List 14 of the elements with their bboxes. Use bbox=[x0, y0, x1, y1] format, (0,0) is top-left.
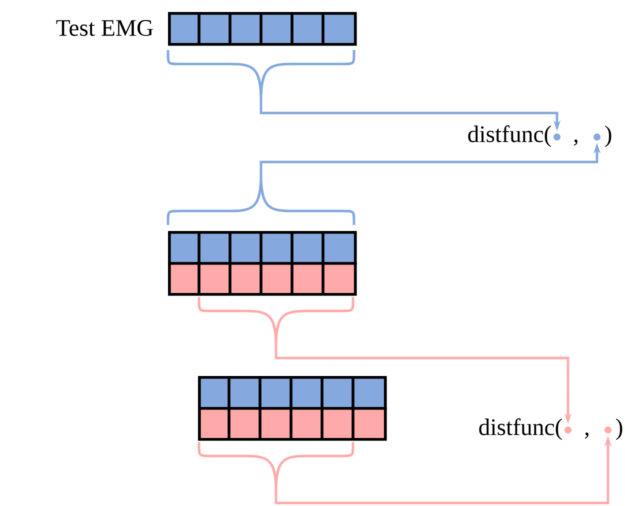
node-label: distfunc( bbox=[479, 418, 562, 440]
node-label: ) bbox=[616, 418, 622, 440]
cell-row bbox=[168, 231, 357, 265]
node-label: distfunc( bbox=[468, 125, 551, 148]
node-label: , bbox=[574, 140, 578, 146]
cell-row bbox=[198, 407, 387, 441]
row-label: Test EMG bbox=[56, 20, 153, 36]
cell-row bbox=[168, 262, 357, 296]
function-call: distfunc( , ) bbox=[479, 418, 622, 440]
node-label: , bbox=[584, 432, 588, 439]
function-call: distfunc( , ) bbox=[468, 125, 612, 148]
cell-row bbox=[198, 376, 387, 410]
node-label: ) bbox=[605, 126, 612, 148]
cell-row bbox=[168, 12, 357, 46]
